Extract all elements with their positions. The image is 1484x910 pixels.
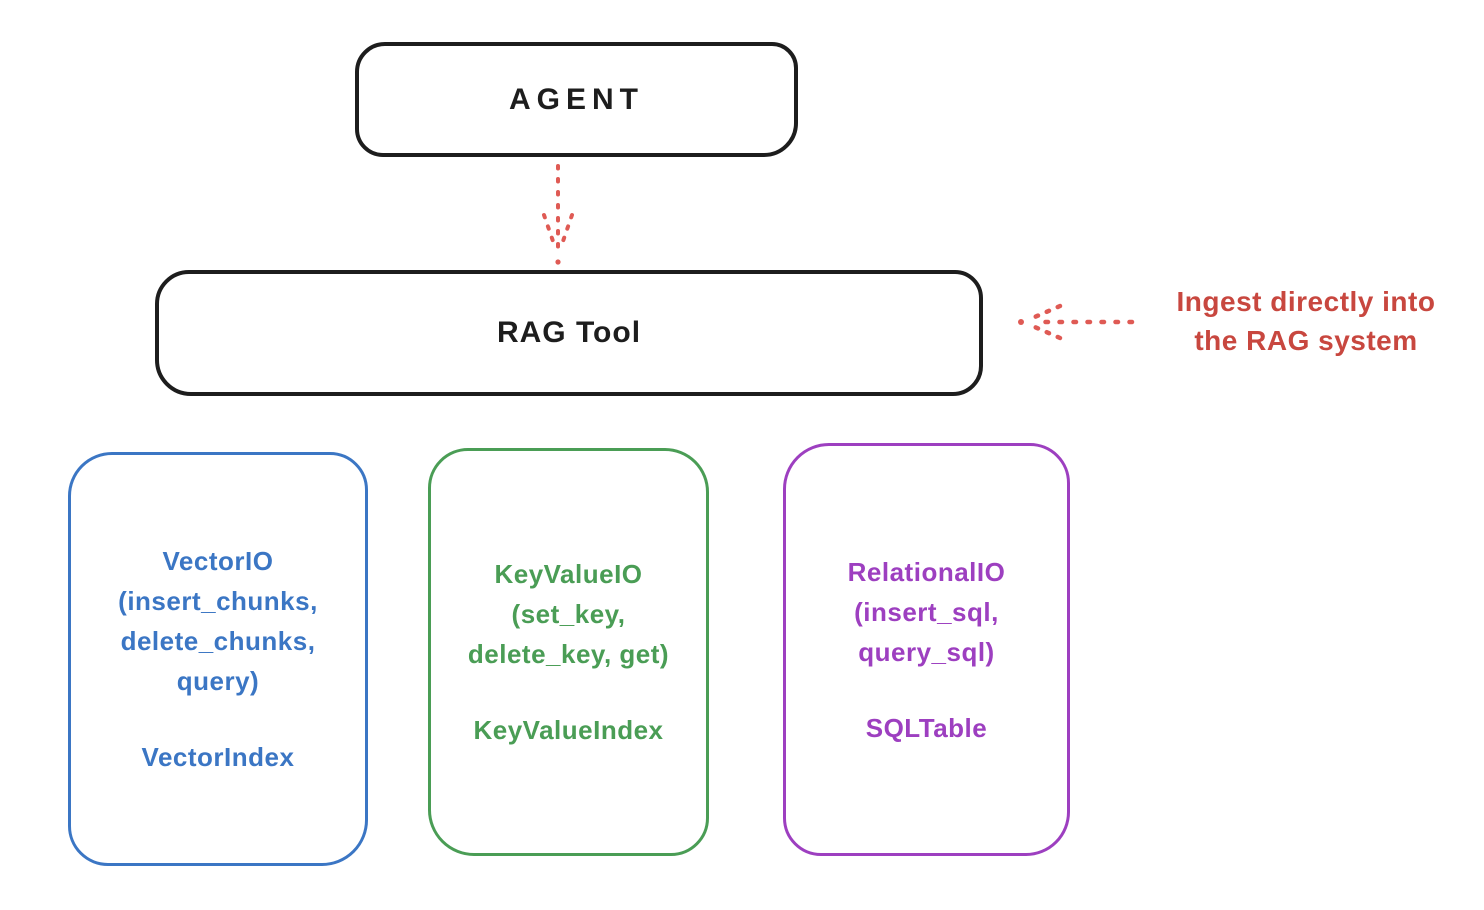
text-line: VectorIO	[162, 546, 274, 576]
arrow-head-upper	[1025, 303, 1063, 323]
arrow-tip-dot	[1018, 319, 1024, 325]
ingest-annotation: Ingest directly into the RAG system	[1138, 282, 1474, 360]
annotation-line: the RAG system	[1194, 325, 1418, 356]
text-line: delete_key, get)	[467, 639, 670, 669]
agent-to-rag-arrow-icon	[542, 164, 574, 265]
arrow-tip-dot	[555, 259, 561, 265]
annotation-line: Ingest directly into	[1176, 286, 1436, 317]
sql-table-label: SQLTable	[865, 712, 988, 743]
text-line: RelationalIO	[847, 556, 1006, 587]
text-line: (insert_sql,	[854, 596, 999, 627]
relational-io-text: RelationalIO (insert_sql, query_sql) SQL…	[848, 552, 1006, 748]
text-line: KeyValueIO	[494, 559, 643, 589]
text-line: delete_chunks,	[120, 626, 316, 656]
text-line: (set_key,	[511, 599, 626, 629]
text-line: (insert_chunks,	[118, 586, 318, 616]
key-value-io-text: KeyValueIO (set_key, delete_key, get) Ke…	[468, 554, 669, 750]
arrow-head-right	[559, 213, 574, 249]
vector-index-label: VectorIndex	[141, 742, 295, 772]
node-vector-io: VectorIO (insert_chunks, delete_chunks, …	[68, 452, 368, 866]
text-line: query)	[176, 666, 260, 696]
key-value-index-label: KeyValueIndex	[473, 715, 664, 745]
node-relational-io: RelationalIO (insert_sql, query_sql) SQL…	[783, 443, 1070, 856]
text-line: query_sql)	[858, 636, 995, 667]
node-agent: AGENT	[355, 42, 798, 157]
arrow-head-lower	[1025, 321, 1063, 341]
vector-io-lines: VectorIO (insert_chunks, delete_chunks, …	[118, 541, 318, 701]
agent-label: AGENT	[509, 82, 644, 116]
node-rag-tool: RAG Tool	[155, 270, 983, 396]
arrow-head-left	[542, 213, 557, 249]
rag-tool-label: RAG Tool	[496, 316, 642, 349]
node-key-value-io: KeyValueIO (set_key, delete_key, get) Ke…	[428, 448, 709, 856]
key-value-io-lines: KeyValueIO (set_key, delete_key, get)	[468, 554, 669, 674]
ingest-annotation-arrow-icon	[1018, 303, 1135, 341]
relational-io-lines: RelationalIO (insert_sql, query_sql)	[848, 552, 1006, 672]
vector-io-text: VectorIO (insert_chunks, delete_chunks, …	[118, 541, 318, 777]
